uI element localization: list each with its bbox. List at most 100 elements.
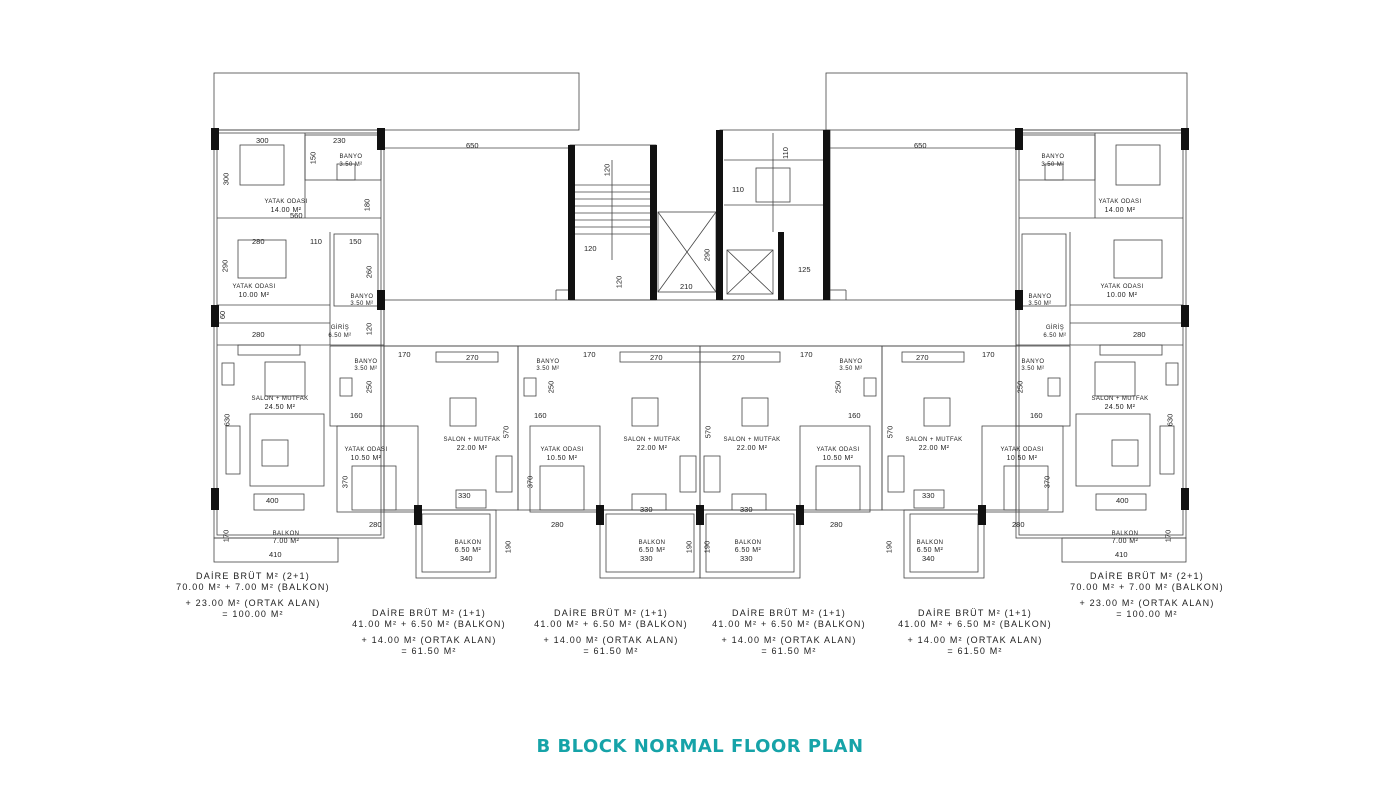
label-banyo-area-a: 3.50 M² [354, 366, 378, 372]
label-banyo-area-r2: 3.50 M² [1028, 301, 1052, 307]
label-banyo-c: BANYO [839, 359, 863, 365]
label-banyo-r1: BANYO [1041, 154, 1065, 160]
dim-280-l2: 280 [252, 330, 265, 339]
dim-280-d: 280 [1012, 520, 1025, 529]
dim-170-b: 170 [583, 350, 596, 359]
label-giris-r: GİRİŞ [1045, 325, 1065, 331]
dim-190-d: 190 [884, 540, 894, 554]
label-yatak-area-b: 10.50 M² [546, 455, 578, 462]
dim-bed1-height: 300 [221, 172, 231, 186]
dim-570-a: 570 [501, 425, 511, 439]
dim-270-a: 270 [466, 353, 479, 362]
dim-160-d: 160 [1030, 411, 1043, 420]
dim-bed2-width: 280 [252, 237, 265, 246]
dim-110-l: 110 [310, 237, 322, 246]
dim-250-d: 250 [1015, 380, 1025, 394]
dim-330-d: 330 [922, 491, 935, 500]
label-salon-area-a: 22.00 M² [456, 445, 488, 452]
label-yatak-r2: YATAK ODASI [1100, 284, 1144, 290]
label-yatak-area-l2: 10.00 M² [238, 292, 270, 299]
summary-line4: = 61.50 M² [401, 646, 457, 656]
label-yatak-area-d: 10.50 M² [1006, 455, 1038, 462]
dim-right-terrace: 650 [914, 141, 927, 150]
dim-core-120c: 120 [614, 275, 624, 289]
dim-290-l: 290 [220, 259, 230, 273]
summary-line2: 41.00 M² + 6.50 M² (BALKON) [534, 619, 688, 629]
summary-line1: DAİRE BRÜT M² (1+1) [372, 608, 486, 618]
label-balkon-a: BALKON [454, 540, 482, 546]
label-yatak-a: YATAK ODASI [344, 447, 388, 453]
label-salon-b: SALON + MUTFAK [623, 437, 681, 443]
unit-left-2plus1 [213, 129, 385, 563]
dim-160-b: 160 [534, 411, 547, 420]
label-giris-l: GİRİŞ [330, 325, 350, 331]
label-balkon-area-r: 7.00 M² [1111, 538, 1139, 545]
label-banyo-area-c: 3.50 M² [839, 366, 863, 372]
label-balkon-area-a: 6.50 M² [454, 547, 482, 554]
dim-330-b: 330 [640, 505, 653, 514]
dim-250-b: 250 [546, 380, 556, 394]
label-balkon-b: BALKON [638, 540, 666, 546]
building-core [555, 129, 847, 301]
summary-line4: = 61.50 M² [761, 646, 817, 656]
dim-410-l: 410 [269, 550, 282, 559]
label-salon-area-d: 22.00 M² [918, 445, 950, 452]
structural-walls [211, 128, 1189, 525]
summary-line1: DAİRE BRÜT M² (2+1) [196, 571, 310, 581]
dim-160-c: 160 [848, 411, 861, 420]
dim-left-terrace: 650 [466, 141, 479, 150]
label-giris-area-l: 6.50 M² [328, 333, 352, 339]
dim-bath1-height: 150 [308, 151, 318, 165]
summary-unit-a: DAİRE BRÜT M² (1+1) 41.00 M² + 6.50 M² (… [334, 608, 524, 657]
label-banyo-area-l2: 3.50 M² [350, 301, 374, 307]
label-yatak-r1: YATAK ODASI [1098, 199, 1142, 205]
dim-270-d: 270 [916, 353, 929, 362]
dim-core-290: 290 [702, 248, 712, 262]
dim-370-a: 370 [340, 475, 350, 489]
label-balkon-area-l: 7.00 M² [272, 538, 300, 545]
dim-180-l: 180 [362, 198, 372, 212]
label-yatak-area-a: 10.50 M² [350, 455, 382, 462]
dim-370-d: 370 [1042, 475, 1052, 489]
dim-190-b: 190 [684, 540, 694, 554]
dim-270-b: 270 [650, 353, 663, 362]
dim-core-110a: 110 [780, 147, 790, 159]
label-yatak-area-l1: 14.00 M² [270, 207, 302, 214]
label-balkon-r: BALKON [1111, 531, 1139, 537]
dim-core-125: 125 [798, 265, 811, 274]
dim-410-r: 410 [1115, 550, 1128, 559]
label-banyo-area-b: 3.50 M² [536, 366, 560, 372]
summary-line3: + 14.00 M² (ORTAK ALAN) [361, 635, 497, 645]
label-banyo-b: BANYO [536, 359, 560, 365]
dim-bed1-width: 300 [256, 136, 269, 145]
label-balkon-l: BALKON [272, 531, 300, 537]
label-salon-a: SALON + MUTFAK [443, 437, 501, 443]
label-banyo-area-l1: 3.50 M² [339, 162, 363, 168]
dim-280-b: 280 [551, 520, 564, 529]
label-salon-l: SALON + MUTFAK [251, 396, 309, 402]
label-balkon-area-c: 6.50 M² [734, 547, 762, 554]
dim-400-l: 400 [266, 496, 279, 505]
dim-340-a: 340 [460, 554, 473, 563]
dim-280-r2: 280 [1133, 330, 1146, 339]
label-salon-c: SALON + MUTFAK [723, 437, 781, 443]
dim-190-a: 190 [503, 540, 513, 554]
label-yatak-area-r2: 10.00 M² [1106, 292, 1138, 299]
dim-250-c: 250 [833, 380, 843, 394]
summary-line2: 70.00 M² + 7.00 M² (BALKON) [1070, 582, 1224, 592]
dim-core-120a: 120 [602, 163, 612, 177]
summary-line2: 41.00 M² + 6.50 M² (BALKON) [352, 619, 506, 629]
dim-150-l: 150 [349, 237, 362, 246]
dim-400-r: 400 [1116, 496, 1129, 505]
label-banyo-l2: BANYO [350, 294, 374, 300]
summary-line1: DAİRE BRÜT M² (1+1) [554, 608, 668, 618]
label-banyo-r2: BANYO [1028, 294, 1052, 300]
roof-outline-left [213, 72, 580, 131]
dim-630-l: 630 [222, 413, 232, 427]
label-banyo-area-d: 3.50 M² [1021, 366, 1045, 372]
dim-340-d: 340 [922, 554, 935, 563]
summary-line2: 41.00 M² + 6.50 M² (BALKON) [898, 619, 1052, 629]
corridor-outline [383, 299, 1017, 347]
summary-line2: 41.00 M² + 6.50 M² (BALKON) [712, 619, 866, 629]
